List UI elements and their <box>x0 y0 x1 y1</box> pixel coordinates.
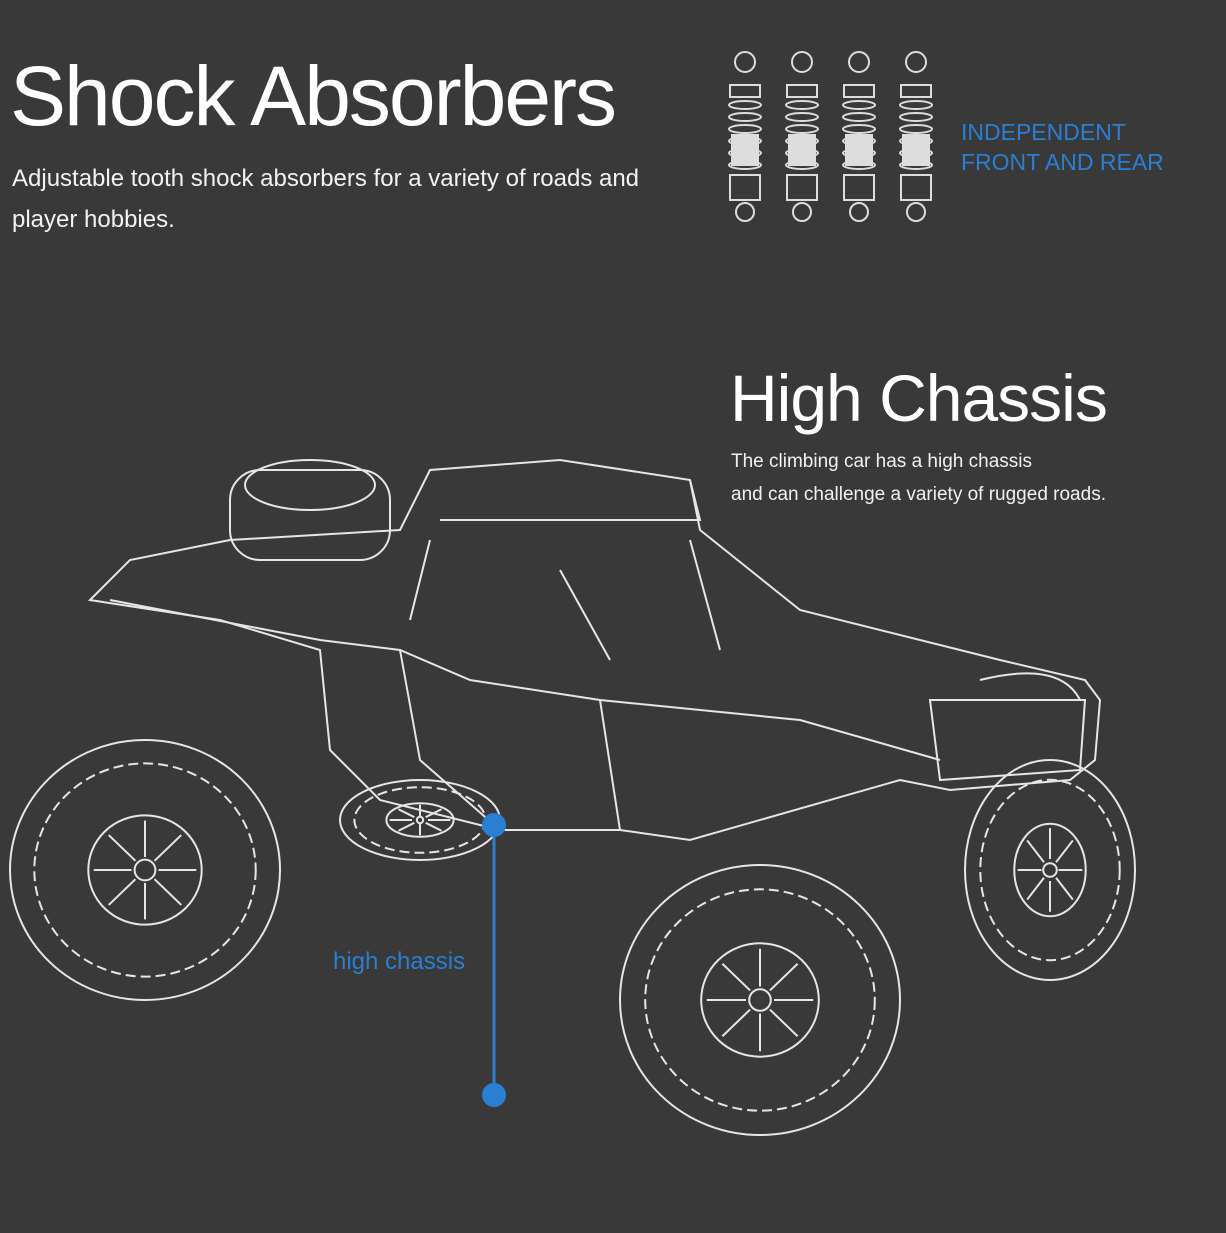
shock-absorbers-title: Shock Absorbers <box>10 49 617 143</box>
independent-line2: FRONT AND REAR <box>961 149 1164 175</box>
shock-absorber-icon <box>842 51 876 222</box>
wheel-icon <box>619 864 901 1136</box>
wheels <box>9 739 1136 1136</box>
independent-line1: INDEPENDENT <box>961 119 1126 145</box>
high-chassis-description: The climbing car has a high chassis and … <box>731 445 1106 511</box>
shock-absorbers-description: Adjustable tooth shock absorbers for a v… <box>12 165 640 233</box>
shock-absorbers-illustration <box>728 51 933 222</box>
high-chassis-title: High Chassis <box>730 361 1108 435</box>
wheel-icon <box>339 779 501 861</box>
rc-car-wireframe <box>87 458 1102 842</box>
high-chassis-label: high chassis <box>333 948 466 975</box>
high-chassis-marker <box>482 813 506 1107</box>
wheel-icon <box>964 759 1136 981</box>
shock-absorber-icon <box>899 51 933 222</box>
wheel-icon <box>9 739 281 1001</box>
high-chassis-line2: and can challenge a variety of rugged ro… <box>731 484 1106 505</box>
shock-absorber-icon <box>728 51 762 222</box>
high-chassis-line1: The climbing car has a high chassis <box>731 451 1032 472</box>
marker-dot-top <box>482 813 506 837</box>
marker-dot-bottom <box>482 1083 506 1107</box>
independent-label: INDEPENDENT FRONT AND REAR <box>961 117 1164 177</box>
shock-absorber-icon <box>785 51 819 222</box>
